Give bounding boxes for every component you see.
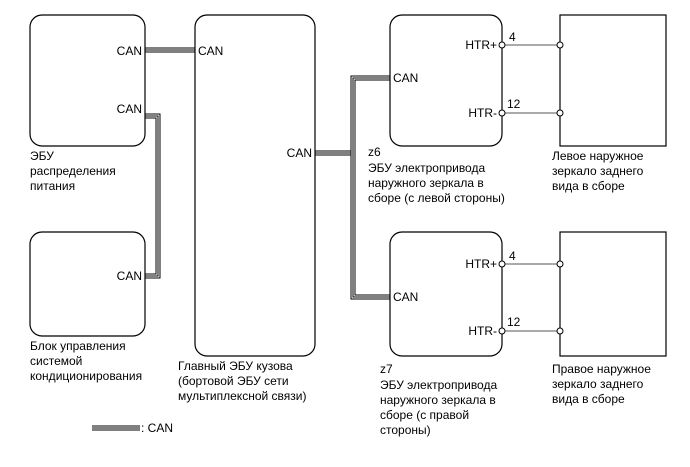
power-ecu-can-port-1: CAN: [117, 44, 142, 58]
left-pin-number-bottom: 12: [507, 97, 521, 111]
main-body-ecu-box: [194, 14, 316, 357]
terminal-right-mirror-minus: [556, 327, 564, 335]
left-htr-plus-label: HTR+: [465, 38, 497, 52]
left-mirror-label: Левое наружное зеркало заднего вида в сб…: [552, 149, 647, 193]
ac-unit-label: Блок управления системой кондиционирован…: [30, 339, 142, 383]
left-mirror-box: [559, 14, 667, 147]
right-pin-number-bottom: 12: [507, 315, 521, 329]
right-htr-minus-label: HTR-: [468, 324, 497, 338]
right-htr-plus-label: HTR+: [465, 257, 497, 271]
right-mirror-label: Правое наружное зеркало заднего вида в с…: [552, 362, 654, 406]
main-ecu-can-port-right: CAN: [287, 146, 312, 160]
right-mirror-box: [559, 231, 667, 357]
terminal-left-mirror-minus: [556, 109, 564, 117]
left-pin-number-top: 4: [509, 30, 516, 44]
terminal-left-mirror-plus: [556, 41, 564, 49]
terminal-left-ecu-plus: [498, 41, 506, 49]
power-ecu-box: [29, 14, 146, 147]
terminal-right-ecu-minus: [498, 327, 506, 335]
terminals: [498, 41, 564, 335]
ac-unit-box: [29, 231, 146, 337]
legend-label: : CAN: [141, 421, 173, 435]
ac-unit-can-port: CAN: [117, 269, 142, 283]
left-htr-minus-label: HTR-: [468, 106, 497, 120]
right-mirror-ecu-label: z7 ЭБУ электропривода наружного зеркала …: [380, 362, 501, 437]
left-mirror-ecu-box: [389, 14, 503, 147]
terminal-right-ecu-plus: [498, 260, 506, 268]
right-mirror-ecu-can-port: CAN: [393, 290, 418, 304]
right-pin-number-top: 4: [509, 249, 516, 263]
right-mirror-ecu-box: [389, 231, 503, 357]
main-ecu-can-port-top: CAN: [198, 44, 223, 58]
terminal-left-ecu-minus: [498, 109, 506, 117]
legend: : CAN: [92, 421, 173, 435]
left-mirror-ecu-can-port: CAN: [393, 71, 418, 85]
power-ecu-can-port-2: CAN: [117, 102, 142, 116]
terminal-right-mirror-plus: [556, 260, 564, 268]
heater-wires: [502, 44, 560, 332]
power-ecu-label: ЭБУ распределения питания: [30, 149, 119, 193]
can-bus-lines: [145, 47, 390, 300]
main-body-ecu-label: Главный ЭБУ кузова (бортовой ЭБУ сети му…: [178, 359, 306, 403]
left-mirror-ecu-label: z6 ЭБУ электропривода наружного зеркала …: [368, 145, 505, 205]
